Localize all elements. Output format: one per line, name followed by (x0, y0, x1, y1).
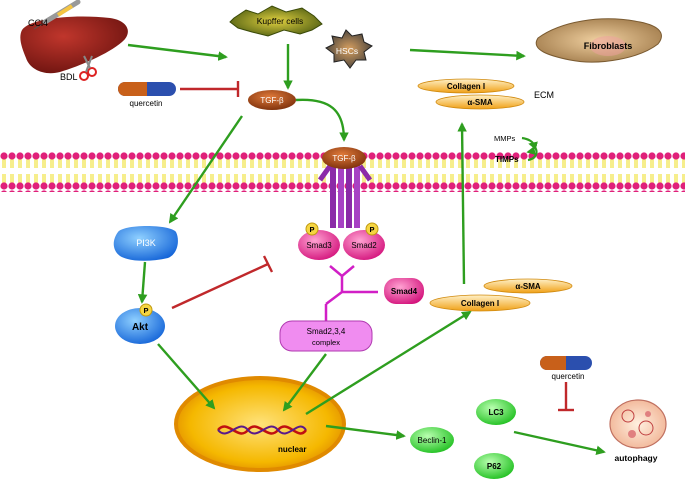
collagen-mid-label: Collagen I (461, 299, 499, 308)
smad-complex (279, 320, 373, 352)
autophagy-label: autophagy (615, 453, 658, 463)
arrow-complex-to-nucleus (282, 353, 327, 412)
phospho-smad3-badge (305, 222, 319, 236)
beclin1-marker (410, 427, 454, 453)
p62-label: P62 (487, 462, 502, 471)
arrow-akt-to-nucleus (157, 343, 216, 410)
asma-pill-mid (483, 278, 573, 294)
syringe-icon (33, 0, 81, 30)
fibroblast-cell-icon (535, 18, 662, 63)
quercetin-capsule-bottom (540, 356, 592, 370)
nuclear-label: nuclear (278, 445, 306, 454)
kupffer-cell-icon (229, 5, 323, 37)
activation-arrows (127, 43, 606, 456)
lc3-marker (476, 399, 516, 425)
quercetin-capsule-top (118, 82, 176, 96)
arrow-nucleus-to-collagen (305, 310, 472, 416)
tgf-beta-ligand (248, 90, 296, 110)
liver-icon (20, 16, 128, 74)
arrow-hsc-to-fibroblast (409, 48, 526, 61)
smad3-protein (298, 230, 340, 260)
hsc-cell-icon (325, 29, 373, 69)
tgf-beta-label: TGF-β (260, 96, 284, 105)
smad4-label: Smad4 (391, 287, 418, 296)
phospho-smad2-badge (365, 222, 379, 236)
lc3-label: LC3 (488, 408, 504, 417)
akt-label: Akt (132, 322, 149, 333)
smad2-label: Smad2 (351, 241, 377, 250)
smad2-protein (343, 230, 385, 260)
collagen-pill-mid (429, 294, 531, 312)
autophagosome-icon (609, 399, 667, 449)
p-akt-label: P (143, 306, 148, 315)
bdl-label: BDL (60, 72, 78, 82)
timps-label: TIMPs (495, 155, 519, 164)
ccl4-label: CCl4 (28, 18, 48, 28)
akt-protein (115, 308, 165, 344)
fibroblasts-label: Fibroblasts (584, 41, 633, 51)
complex-line2-label: complex (312, 338, 340, 347)
complex-line1-label: Smad2,3,4 (307, 327, 346, 336)
pi3k-label: PI3K (136, 238, 156, 248)
arrow-liver-to-kupffer (127, 43, 228, 61)
smad4-protein (384, 278, 424, 304)
beclin1-label: Beclin-1 (418, 436, 447, 445)
tgf-beta-receptor (317, 164, 373, 228)
quercetin-bottom-label: quercetin (552, 372, 585, 381)
kupffer-cells-label: Kupffer cells (257, 16, 304, 26)
smad-binding-lines (324, 265, 378, 322)
hscs-label: HSCs (336, 46, 358, 56)
tgf-beta-receptor-label: TGF-β (332, 154, 356, 163)
arrow-pi3k-to-akt (137, 261, 148, 304)
asma-top-label: α-SMA (467, 98, 493, 107)
ecm-label: ECM (534, 90, 554, 100)
mmps-label: MMPs (494, 134, 515, 143)
pi3k-protein (113, 226, 178, 261)
inhibit-akt-smad (171, 262, 269, 310)
collagen-top-label: Collagen I (447, 82, 485, 91)
arrow-tgfb-to-receptor (295, 98, 349, 142)
p-smad3-label: P (309, 225, 314, 234)
asma-mid-label: α-SMA (515, 282, 541, 291)
p62-marker (474, 453, 514, 479)
smad3-label: Smad3 (306, 241, 332, 250)
tgf-beta-bound (322, 147, 366, 169)
asma-pill-top (435, 94, 525, 110)
arrow-nucleus-to-beclin (325, 424, 406, 440)
arrow-tgfb-to-pi3k (168, 115, 243, 224)
collagen-pill-top (417, 78, 515, 94)
dna-helix-icon (217, 425, 308, 435)
nucleus (174, 376, 346, 472)
p-smad2-label: P (369, 225, 374, 234)
phospho-akt-badge (139, 303, 153, 317)
scissors-icon (79, 55, 97, 81)
inhibition-arrows (171, 81, 574, 412)
timps-mmps-arrow (527, 141, 538, 162)
arrow-collagen-to-ecm (457, 122, 467, 285)
quercetin-top-label: quercetin (130, 99, 163, 108)
arrow-markers-to-autophagy (513, 430, 606, 456)
